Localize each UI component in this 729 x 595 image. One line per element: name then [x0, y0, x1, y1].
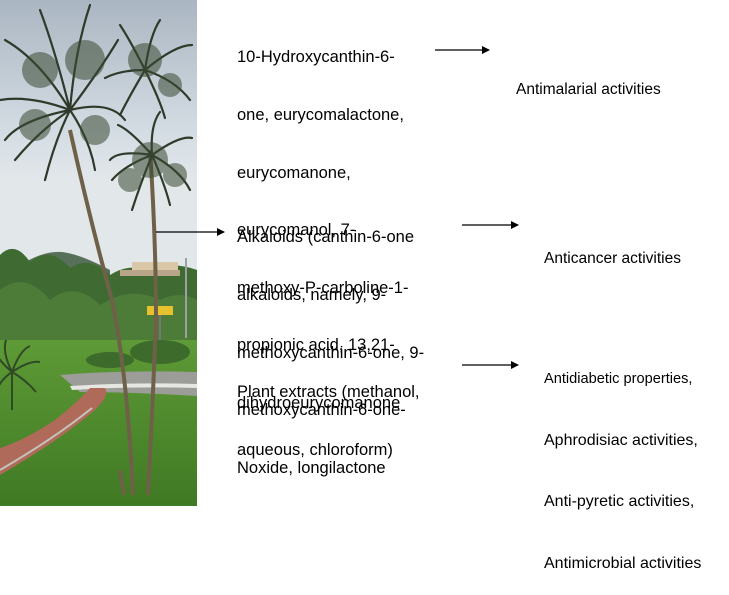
compound-line: alkaloids, namely, 9-: [237, 286, 387, 305]
activity-label: Antimalarial activities: [516, 81, 661, 98]
compound-group-2: Alkaloids (canthin-6-one alkaloids, name…: [237, 190, 424, 497]
activity-antimalarial: Antimalarial activities: [516, 42, 661, 118]
plant-photo: [0, 0, 197, 506]
compound-line: eurycomanol, 7-: [237, 221, 356, 240]
activity-list-plant-extracts: Antidiabetic properties, Aphrodisiac act…: [544, 328, 701, 595]
activity-label: Anti-pyretic activities,: [544, 493, 695, 510]
arrows-layer: [156, 46, 519, 369]
compound-line: eurycomanone,: [237, 163, 351, 182]
activity-anticancer: Anticancer activities: [544, 211, 681, 287]
compound-line: one, eurycomalactone,: [237, 106, 404, 125]
compound-line: methoxycanthin-6-one, 9-: [237, 343, 425, 362]
compound-line: dihydroeurycomanone: [237, 394, 401, 413]
activity-label: Antidiabetic properties,: [544, 371, 693, 387]
compound-line: methoxy-P-carboline-1-: [237, 278, 409, 297]
activity-label: Aphrodisiac activities,: [544, 431, 698, 449]
compound-line: methoxycanthin-6-one-: [237, 401, 406, 420]
compound-line: Noxide, longilactone: [237, 458, 386, 477]
compound-line: aqueous, chloroform): [237, 441, 393, 460]
tree-illustration: [0, 0, 197, 506]
compound-line: 10-Hydroxycanthin-6-: [237, 48, 395, 67]
compound-line: Plant extracts (methanol,: [237, 383, 420, 402]
activity-label: Anticancer activities: [544, 250, 681, 267]
activity-label: Antimicrobial activities: [544, 554, 702, 572]
compound-group-3: Plant extracts (methanol, aqueous, chlor…: [237, 345, 420, 479]
compound-line: Alkaloids (canthin-6-one: [237, 228, 415, 247]
compound-line: propionic acid, 13,21-: [237, 336, 395, 355]
compound-group-1: 10-Hydroxycanthin-6- one, eurycomalacton…: [237, 10, 408, 432]
